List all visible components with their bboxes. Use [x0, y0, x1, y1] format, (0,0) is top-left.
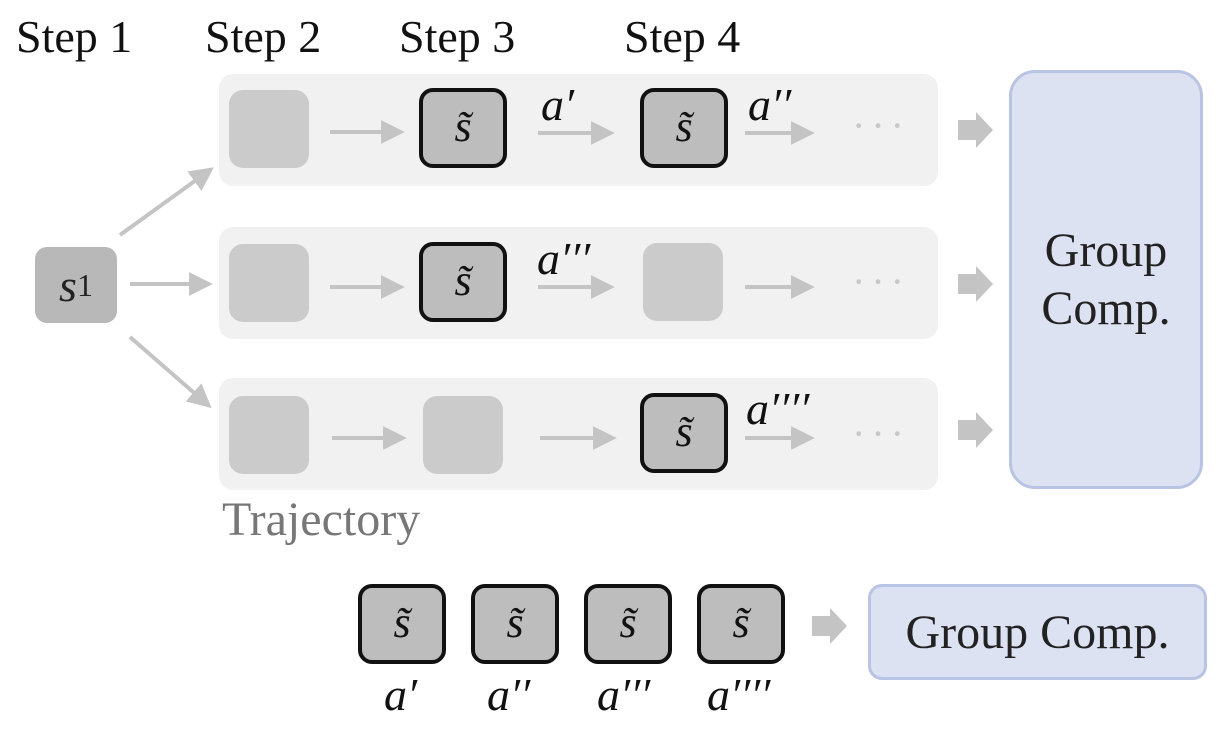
row3-step3-node	[423, 396, 503, 474]
row1-action-2: a′′	[748, 79, 792, 130]
row2-step4-node	[643, 243, 723, 321]
start-state-symbol: s	[59, 259, 77, 311]
row3-ellipsis: ···	[852, 411, 910, 456]
row2-ellipsis: ···	[852, 259, 910, 304]
group-box-label-line1: Group	[1044, 223, 1168, 277]
arrow-start-to-row3	[128, 335, 212, 409]
state-symbol: s̃	[454, 101, 472, 151]
state-symbol: s̃	[675, 406, 693, 456]
group-box-label-line2: Comp.	[1041, 281, 1171, 335]
row3-step2-node	[229, 396, 309, 474]
arrow-start-to-row1	[118, 167, 214, 237]
block-arrow-row3	[958, 412, 993, 448]
row3-step4-state-node: s̃	[640, 393, 728, 473]
block-arrow-row1	[958, 112, 993, 148]
block-arrow-row2	[958, 266, 993, 302]
bottom-action-4: a′′′′	[707, 669, 771, 720]
state-symbol: s̃	[454, 255, 472, 305]
trajectory-label: Trajectory	[222, 493, 421, 546]
row1-step3-state-node: s̃	[419, 88, 507, 168]
bottom-state-node-2: s̃	[471, 584, 559, 664]
row2-step3-state-node: s̃	[419, 242, 507, 322]
state-symbol: s̃	[393, 597, 411, 647]
trajectory-row-3	[219, 378, 938, 490]
step-1-label: Step 1	[16, 11, 133, 62]
row1-ellipsis: ···	[852, 103, 910, 148]
bottom-state-node-3: s̃	[584, 584, 672, 664]
state-symbol: s̃	[675, 101, 693, 151]
row3-action-1: a′′′′	[746, 383, 810, 434]
step-4-label: Step 4	[624, 11, 741, 62]
group-comparison-box: Group Comp.	[1009, 70, 1203, 489]
block-arrow-bottom	[812, 608, 847, 644]
row2-step2-node	[229, 244, 309, 322]
bottom-state-node-4: s̃	[697, 584, 785, 664]
state-symbol: s̃	[732, 597, 750, 647]
start-state-subscript: 1	[76, 266, 93, 303]
row1-action-1: a′	[541, 79, 575, 130]
bottom-action-3: a′′′	[597, 669, 651, 720]
row2-action-1: a′′′	[537, 233, 591, 284]
state-symbol: s̃	[506, 597, 524, 647]
row1-step2-node	[229, 90, 309, 168]
bottom-action-2: a′′	[487, 669, 531, 720]
step-3-label: Step 3	[399, 11, 516, 62]
bottom-action-1: a′	[384, 669, 418, 720]
row1-step4-state-node: s̃	[640, 88, 728, 168]
trajectory-row-2	[219, 227, 938, 339]
bottom-group-comparison-box: Group Comp.	[868, 584, 1207, 680]
trajectory-row-1	[219, 74, 938, 186]
step-2-label: Step 2	[205, 11, 322, 62]
state-symbol: s̃	[619, 597, 637, 647]
bottom-state-node-1: s̃	[358, 584, 446, 664]
